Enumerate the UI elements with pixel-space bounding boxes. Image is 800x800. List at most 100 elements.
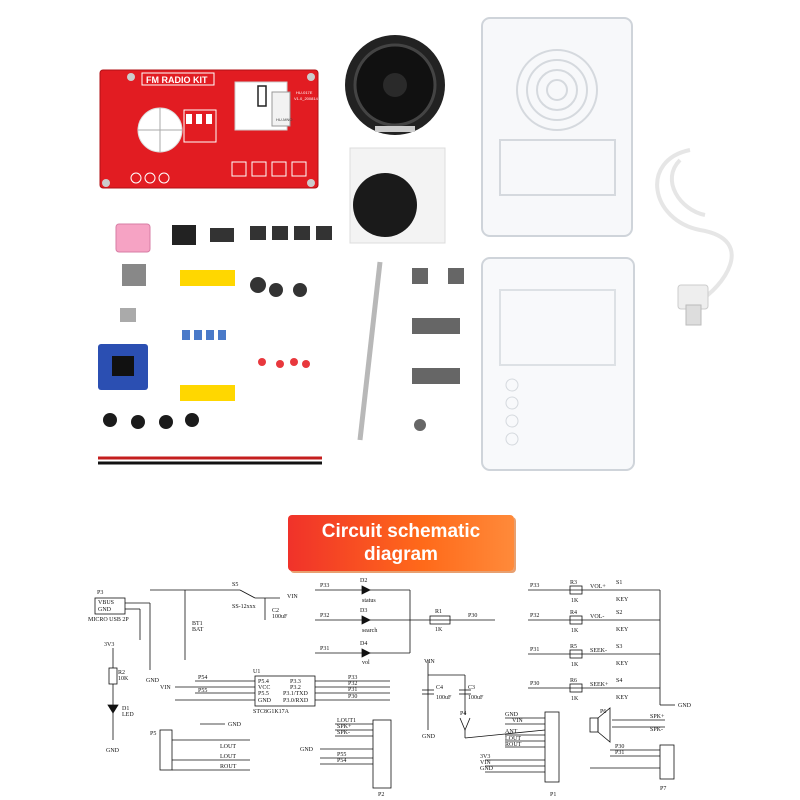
label-p54: P54	[198, 675, 207, 681]
circuit-schematic: P3 VBUS GND MICRO USB 2P S5 SS-12xxx VIN…	[88, 578, 692, 798]
leds	[258, 358, 310, 368]
label-s3: S3	[616, 644, 622, 650]
label-key-3: KEY	[616, 661, 629, 667]
pin-p32: P3.2	[290, 685, 301, 691]
label-volm: VOL-	[590, 614, 604, 620]
pin-p31: P3.1/TXD	[283, 691, 309, 697]
label-d4: D4	[360, 641, 367, 647]
radio-module	[98, 344, 148, 390]
label-key-p32: P32	[530, 613, 539, 619]
pin-p30: P3.0/RXD	[283, 698, 309, 704]
pcb-version: V1.0_200814	[294, 96, 319, 101]
label-gnd-key: GND	[678, 703, 692, 709]
label-p2-spkp: SPK+	[337, 724, 352, 730]
acrylic-case-top	[481, 17, 633, 237]
label-p7-p31: P31	[615, 750, 624, 756]
label-p1-gnd2: GND	[480, 766, 494, 772]
label-c2: C2	[272, 608, 279, 614]
label-u1-p32: P32	[348, 681, 357, 687]
pcb-model: HU-017E	[296, 90, 313, 95]
product-photo: FM RADIO KIT HU-MNO HU-017E V1.0_200814	[98, 17, 734, 471]
label-search: search	[362, 628, 377, 634]
capacitors	[250, 277, 307, 297]
label-ant: ANT	[505, 729, 518, 735]
label-r1: R1	[435, 609, 442, 615]
label-p5: P5	[150, 731, 156, 737]
label-vbus: VBUS	[98, 600, 114, 606]
circuit-schematic-banner: Circuit schematic diagram	[288, 515, 514, 571]
banner-line-2: diagram	[364, 544, 438, 565]
rubber-feet	[103, 413, 199, 429]
label-p2-gnd: GND	[300, 747, 314, 753]
pcb-title: FM RADIO KIT	[146, 75, 208, 85]
label-p1-vin: VIN	[512, 718, 523, 724]
label-micro-usb: MICRO USB 2P	[88, 617, 129, 623]
label-s5-model: SS-12xxx	[232, 604, 256, 610]
label-d2: D2	[360, 578, 367, 584]
audio-jack	[115, 223, 151, 253]
label-d1: D1	[122, 706, 129, 712]
label-jack-lout-1: LOUT	[220, 744, 236, 750]
label-r1-p30: P30	[468, 613, 477, 619]
label-u1-p33: P33	[348, 675, 357, 681]
label-key-1: KEY	[616, 597, 629, 603]
label-p1-gnd: GND	[505, 712, 519, 718]
label-seekp: SEEK+	[590, 682, 609, 688]
label-p6: P6	[600, 709, 606, 715]
label-led: LED	[122, 712, 134, 718]
ic-chip	[210, 228, 234, 242]
label-gnd-1: GND	[146, 678, 160, 684]
speaker-mesh	[349, 147, 446, 244]
label-c2-val: 100uF	[272, 614, 288, 620]
telescopic-antenna	[357, 261, 383, 441]
tact-switches	[250, 226, 332, 240]
label-p6-spkp: SPK+	[650, 714, 665, 720]
label-gnd-c: GND	[422, 734, 436, 740]
label-key-p31: P31	[530, 647, 539, 653]
label-c3: C3	[468, 685, 475, 691]
label-r6: R6	[570, 678, 577, 684]
label-r6-val: 1K	[571, 696, 579, 702]
label-jack-lout-2: LOUT	[220, 754, 236, 760]
ic-socket	[172, 225, 196, 245]
label-p1-vin2: VIN	[480, 760, 491, 766]
label-vol: vol	[362, 660, 370, 666]
label-p55: P55	[198, 688, 207, 694]
label-vin-c: VIN	[424, 659, 435, 665]
label-r2-val: 10K	[118, 676, 129, 682]
label-s1: S1	[616, 580, 622, 586]
pin-p55: P5.5	[258, 691, 269, 697]
label-bt1: BT1	[192, 621, 203, 627]
label-p1-3v3: 3V3	[480, 754, 490, 760]
wires	[98, 456, 322, 465]
label-r3-val: 1K	[571, 598, 579, 604]
label-seekm: SEEK-	[590, 648, 607, 654]
label-p3: P3	[97, 590, 103, 596]
slide-switch	[122, 264, 146, 286]
label-status: status	[362, 598, 376, 604]
label-p4: P4	[460, 711, 466, 717]
label-r3: R3	[570, 580, 577, 586]
label-r4-val: 1K	[571, 628, 579, 634]
label-r2: R2	[118, 670, 125, 676]
label-3v3: 3V3	[104, 642, 114, 648]
label-d3: D3	[360, 608, 367, 614]
label-r5: R5	[570, 644, 577, 650]
usb-cable	[655, 148, 734, 326]
label-jack-rout: ROUT	[220, 764, 237, 770]
label-s5: S5	[232, 582, 238, 588]
label-c4: C4	[436, 685, 443, 691]
acrylic-case-bottom	[481, 257, 635, 471]
label-vin-u1: VIN	[160, 685, 171, 691]
pin-p33: P3.3	[290, 679, 301, 685]
label-p2-p54: P54	[337, 758, 346, 764]
label-key-4: KEY	[616, 695, 629, 701]
pcb-module-label: HU-MNO	[276, 117, 292, 122]
label-led-p33: P33	[320, 583, 329, 589]
label-gnd-2: GND	[106, 748, 120, 754]
label-key-p30: P30	[530, 681, 539, 687]
label-p1-lout: LOUT	[505, 736, 521, 742]
label-led-p32: P32	[320, 613, 329, 619]
label-p1: P1	[550, 792, 556, 798]
label-u1-model: STC8G1K17A	[253, 709, 290, 715]
